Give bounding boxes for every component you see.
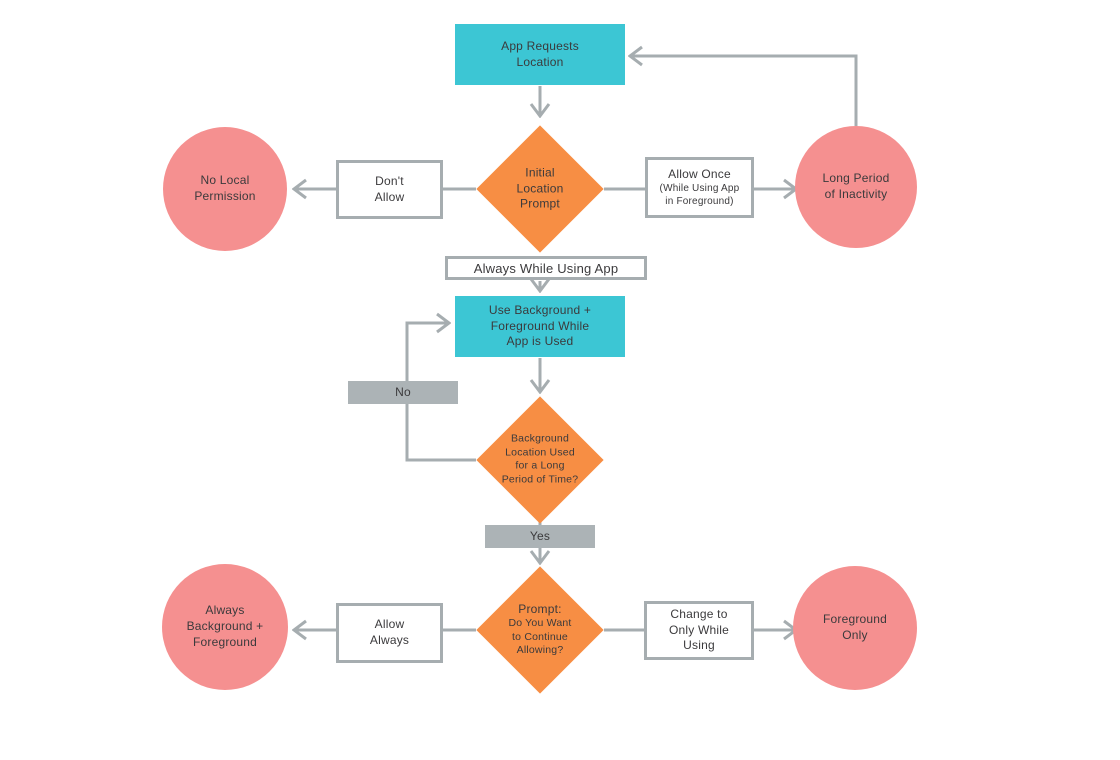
- node-allow-once-sublabel: (While Using App in Foreground): [659, 183, 740, 208]
- decision-continue-allowing-prompt-label: Prompt: Do You Want to Continue Allowing…: [480, 586, 600, 674]
- terminal-long-period-of-inactivity: Long Period of Inactivity: [795, 126, 917, 248]
- node-app-requests-location: App Requests Location: [455, 24, 625, 85]
- node-use-background-foreground: Use Background + Foreground While App is…: [455, 296, 625, 357]
- node-allow-once-label: Allow Once: [668, 166, 731, 181]
- node-allow-once: Allow Once (While Using App in Foregroun…: [645, 157, 754, 218]
- decision-initial-location-prompt-label: Initial Location Prompt: [516, 165, 564, 211]
- node-change-to-only-while-using: Change to Only While Using: [644, 601, 754, 660]
- arrow-long-period-back-to-start: [630, 56, 858, 126]
- continue-prompt-title: Prompt:: [518, 601, 562, 616]
- terminal-always-background-foreground: Always Background + Foreground: [162, 564, 288, 690]
- continue-prompt-question: Do You Want to Continue Allowing?: [508, 617, 572, 657]
- terminal-no-local-permission: No Local Permission: [163, 127, 287, 251]
- node-dont-allow: Don't Allow: [336, 160, 443, 219]
- node-allow-always: Allow Always: [336, 603, 443, 663]
- decision-background-location-long-time-label: Background Location Used for a Long Peri…: [501, 432, 579, 486]
- label-always-while-using-app: Always While Using App: [445, 256, 647, 280]
- terminal-foreground-only: Foreground Only: [793, 566, 917, 690]
- label-no-branch: No: [348, 381, 458, 404]
- label-yes-branch: Yes: [485, 525, 595, 548]
